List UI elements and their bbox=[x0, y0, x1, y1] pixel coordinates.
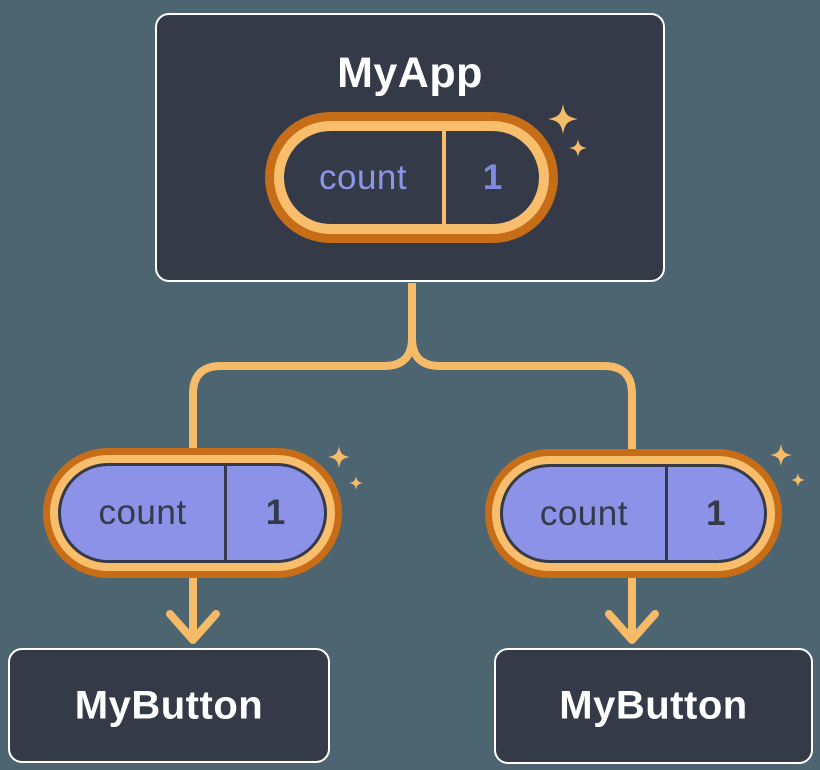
state-name-label: count bbox=[539, 493, 628, 533]
state-name-label: count bbox=[98, 493, 187, 532]
state-value-label: 1 bbox=[224, 466, 324, 560]
sparkle-icon-right bbox=[770, 444, 805, 487]
state-pill-left-body: count 1 bbox=[58, 463, 327, 563]
node-mybutton-left-title: MyButton bbox=[74, 683, 264, 727]
state-pill-mybutton-left: count 1 bbox=[43, 448, 342, 578]
state-pill-right-body: count 1 bbox=[500, 464, 767, 563]
state-value-label: 1 bbox=[442, 131, 539, 224]
node-mybutton-right-title: MyButton bbox=[559, 683, 748, 728]
state-pill-myapp-ring: count 1 bbox=[274, 121, 549, 234]
state-pill-right-ring: count 1 bbox=[492, 456, 775, 571]
arrowhead-right-icon bbox=[605, 610, 659, 644]
node-myapp-title: MyApp bbox=[337, 49, 483, 97]
state-pill-mybutton-right: count 1 bbox=[485, 449, 782, 578]
state-pill-left-ring: count 1 bbox=[50, 455, 335, 571]
state-name-label: count bbox=[318, 157, 408, 197]
node-mybutton-left: MyButton bbox=[8, 648, 330, 763]
state-value-label: 1 bbox=[664, 467, 764, 560]
state-pill-myapp-body: count 1 bbox=[284, 131, 539, 224]
state-pill-myapp: count 1 bbox=[265, 112, 558, 243]
node-mybutton-right: MyButton bbox=[494, 648, 813, 764]
arrowhead-left-icon bbox=[166, 610, 220, 644]
